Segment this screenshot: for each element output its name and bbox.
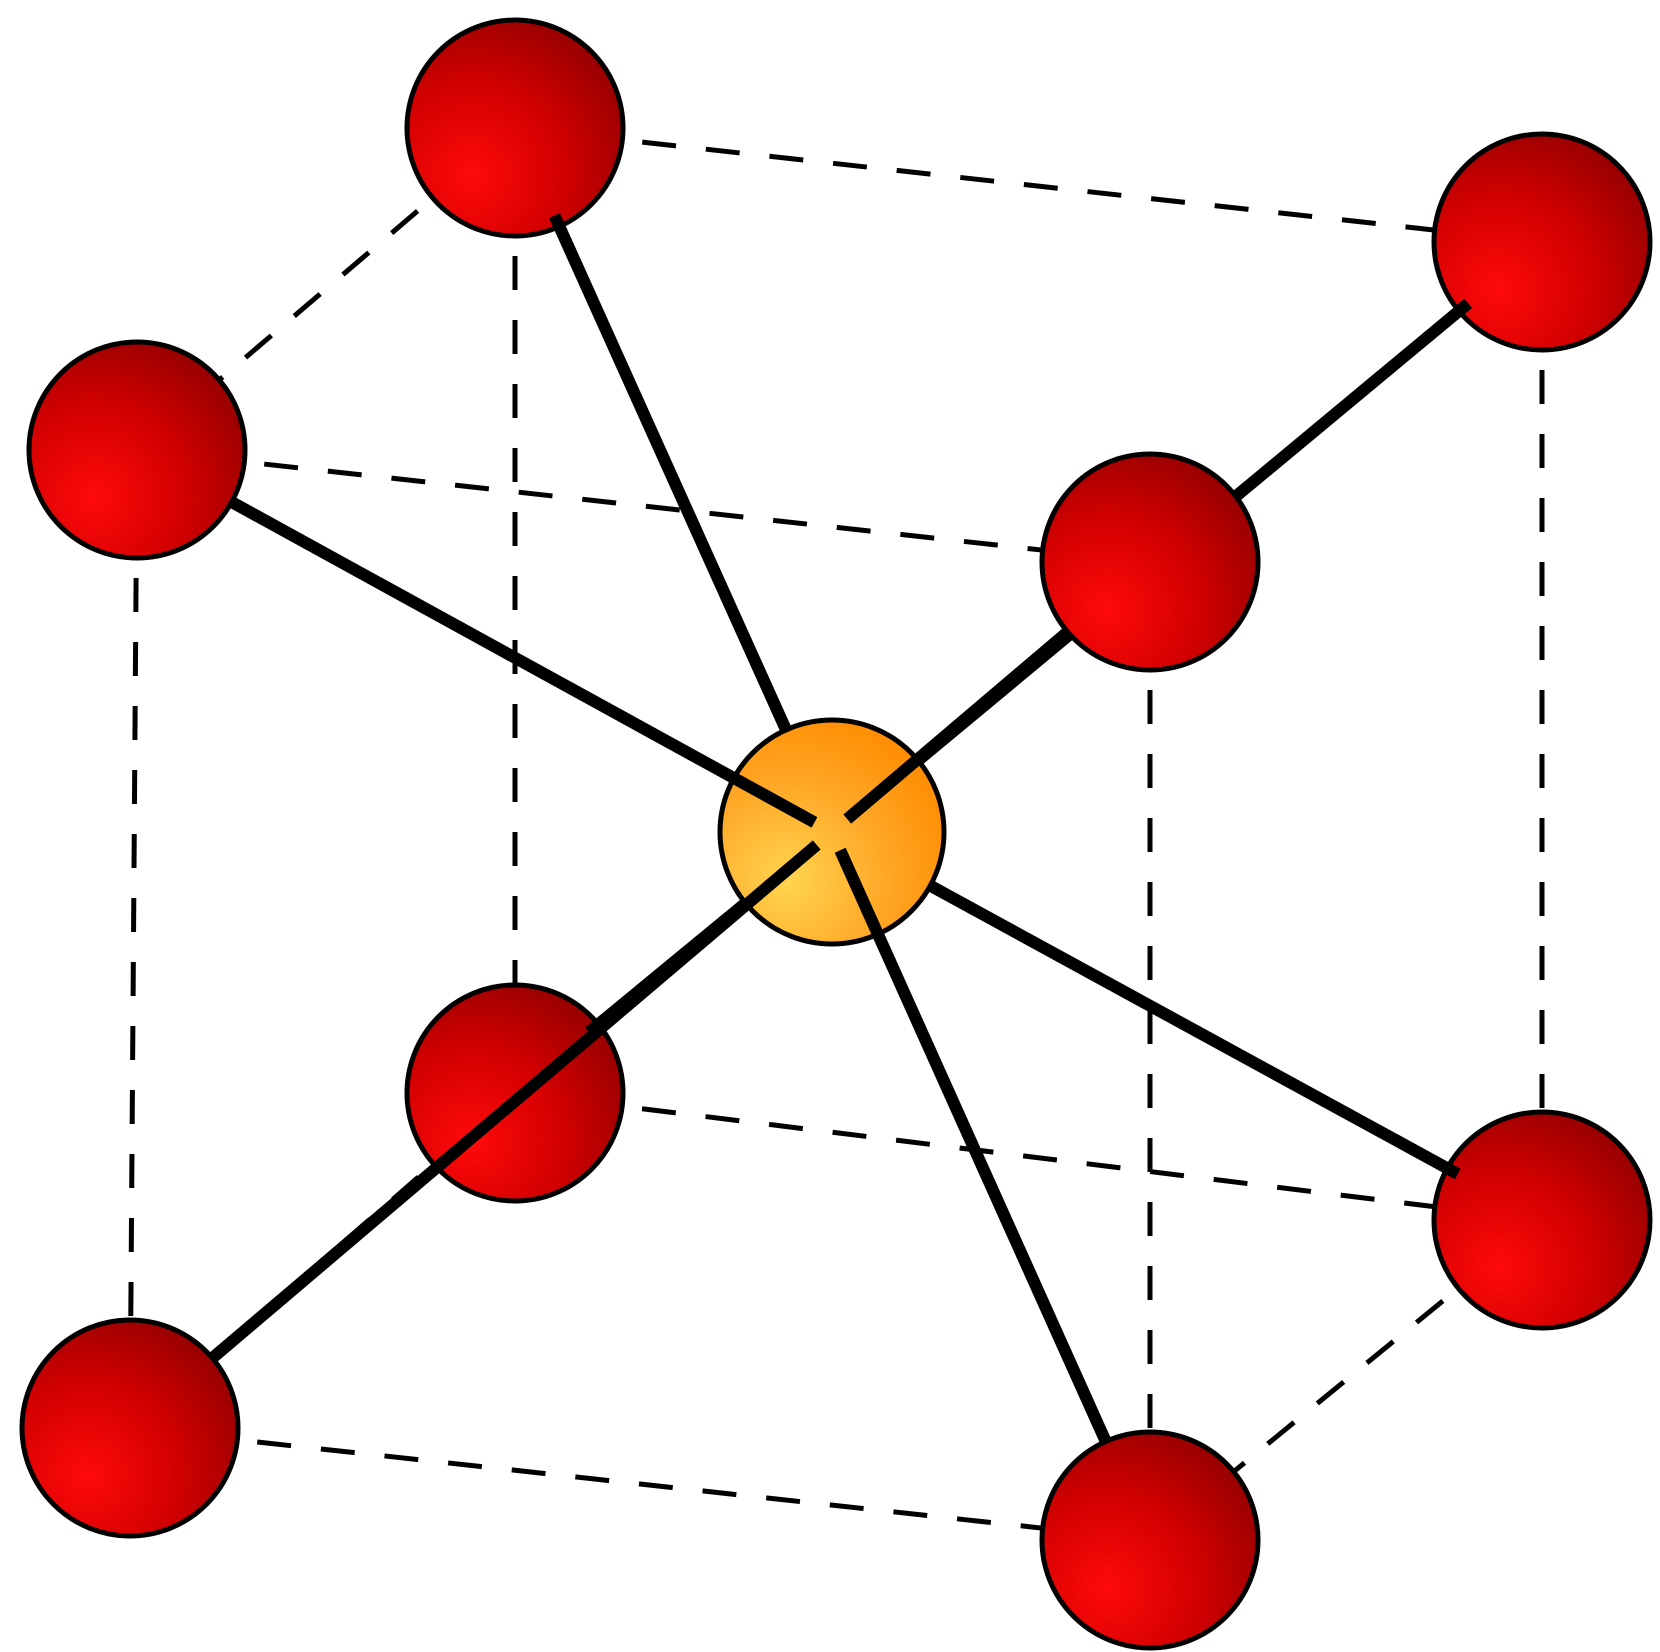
corner-atom-g bbox=[19, 1317, 241, 1539]
front-atoms bbox=[19, 339, 1261, 1651]
back-bonds bbox=[548, 213, 1473, 1180]
corner-atom-d bbox=[1039, 451, 1261, 673]
cube-edge-ab bbox=[514, 125, 1543, 245]
bond-to-g bbox=[199, 840, 821, 1371]
front-bonds bbox=[199, 490, 1117, 1455]
corner-atom-b bbox=[1431, 131, 1653, 353]
bond-to-a bbox=[548, 213, 794, 736]
bond-to-d bbox=[843, 619, 1081, 824]
center-atom-group bbox=[717, 717, 947, 947]
cube-edge-cg bbox=[127, 449, 140, 1429]
corner-atom-c bbox=[26, 339, 248, 561]
center-atom bbox=[717, 717, 947, 947]
corner-atom-h bbox=[1039, 1429, 1261, 1651]
bond-to-c bbox=[218, 490, 818, 828]
corner-atom-f bbox=[1431, 1109, 1653, 1331]
corner-atom-a bbox=[404, 17, 626, 239]
cube-edge-cd bbox=[136, 447, 1151, 565]
bond-to-h bbox=[834, 847, 1117, 1455]
bond-to-f bbox=[923, 878, 1461, 1180]
cube-edge-gh bbox=[129, 1425, 1151, 1543]
cube-edge-ef bbox=[514, 1090, 1543, 1223]
back-atoms bbox=[404, 17, 1653, 1331]
